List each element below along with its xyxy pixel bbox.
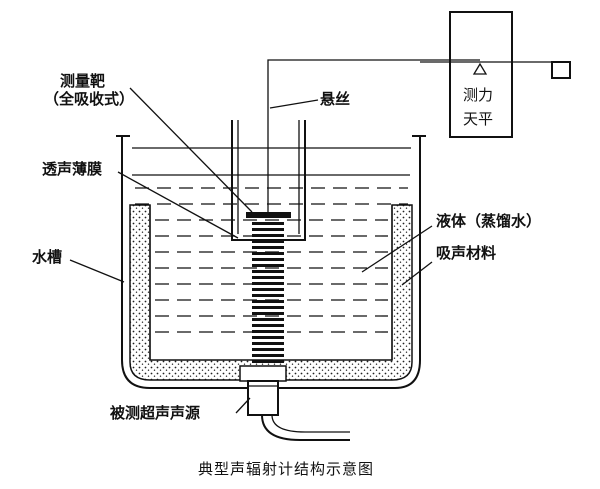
- label-target-sub: （全吸收式）: [44, 90, 134, 108]
- beam-stripe: [252, 312, 284, 315]
- beam-stripe: [252, 354, 284, 357]
- source-cable: [261, 414, 350, 441]
- leader-wire: [269, 99, 319, 109]
- beam-stripe: [252, 348, 284, 351]
- label-liquid: 液体（蒸馏水）: [436, 212, 541, 230]
- beam-stripe: [252, 228, 284, 231]
- label-target: 测量靶: [60, 72, 105, 90]
- beam-stripe: [252, 276, 284, 279]
- beam-stripe: [252, 300, 284, 303]
- label-balance-2: 天平: [463, 110, 493, 128]
- label-wire: 悬丝: [320, 90, 350, 108]
- beam-stripe: [252, 240, 284, 243]
- leader-membrane: [117, 171, 239, 239]
- beam-stripe: [252, 288, 284, 291]
- beam-stripe: [252, 246, 284, 249]
- balance-box: [449, 11, 513, 138]
- beam-stripe: [252, 330, 284, 333]
- beam-stripe: [252, 222, 284, 225]
- leader-liquid: [361, 225, 433, 273]
- beam-stripe: [252, 318, 284, 321]
- beam-stripe: [252, 234, 284, 237]
- source-mount: [239, 365, 287, 382]
- ultrasound-beam: [252, 222, 284, 363]
- beam-stripe: [252, 324, 284, 327]
- beam-stripe: [252, 270, 284, 273]
- label-tank: 水槽: [32, 248, 62, 266]
- beam-stripe: [252, 258, 284, 261]
- balance-weight: [551, 61, 571, 79]
- leader-source: [235, 397, 251, 414]
- measuring-target: [246, 212, 291, 218]
- source-cable-2: [271, 414, 350, 433]
- label-source: 被测超声声源: [110, 404, 200, 422]
- beam-stripe: [252, 336, 284, 339]
- leader-tank: [69, 259, 125, 283]
- beam-stripe: [252, 360, 284, 363]
- leader-target: [129, 87, 253, 213]
- source-transducer: [247, 380, 279, 416]
- beam-stripe: [252, 342, 284, 345]
- label-balance-1: 测力: [463, 86, 493, 104]
- beam-stripe: [252, 264, 284, 267]
- absorber-layer: [129, 204, 413, 381]
- figure-caption: 典型声辐射计结构示意图: [198, 460, 374, 478]
- beam-stripe: [252, 252, 284, 255]
- beam-stripe: [252, 306, 284, 309]
- beam-stripe: [252, 282, 284, 285]
- leader-absorber: [401, 261, 433, 286]
- beam-stripe: [252, 294, 284, 297]
- label-membrane: 透声薄膜: [42, 160, 102, 178]
- triangle-up-icon: [472, 62, 488, 75]
- label-absorber: 吸声材料: [436, 244, 496, 262]
- suspension-wire: [267, 59, 480, 206]
